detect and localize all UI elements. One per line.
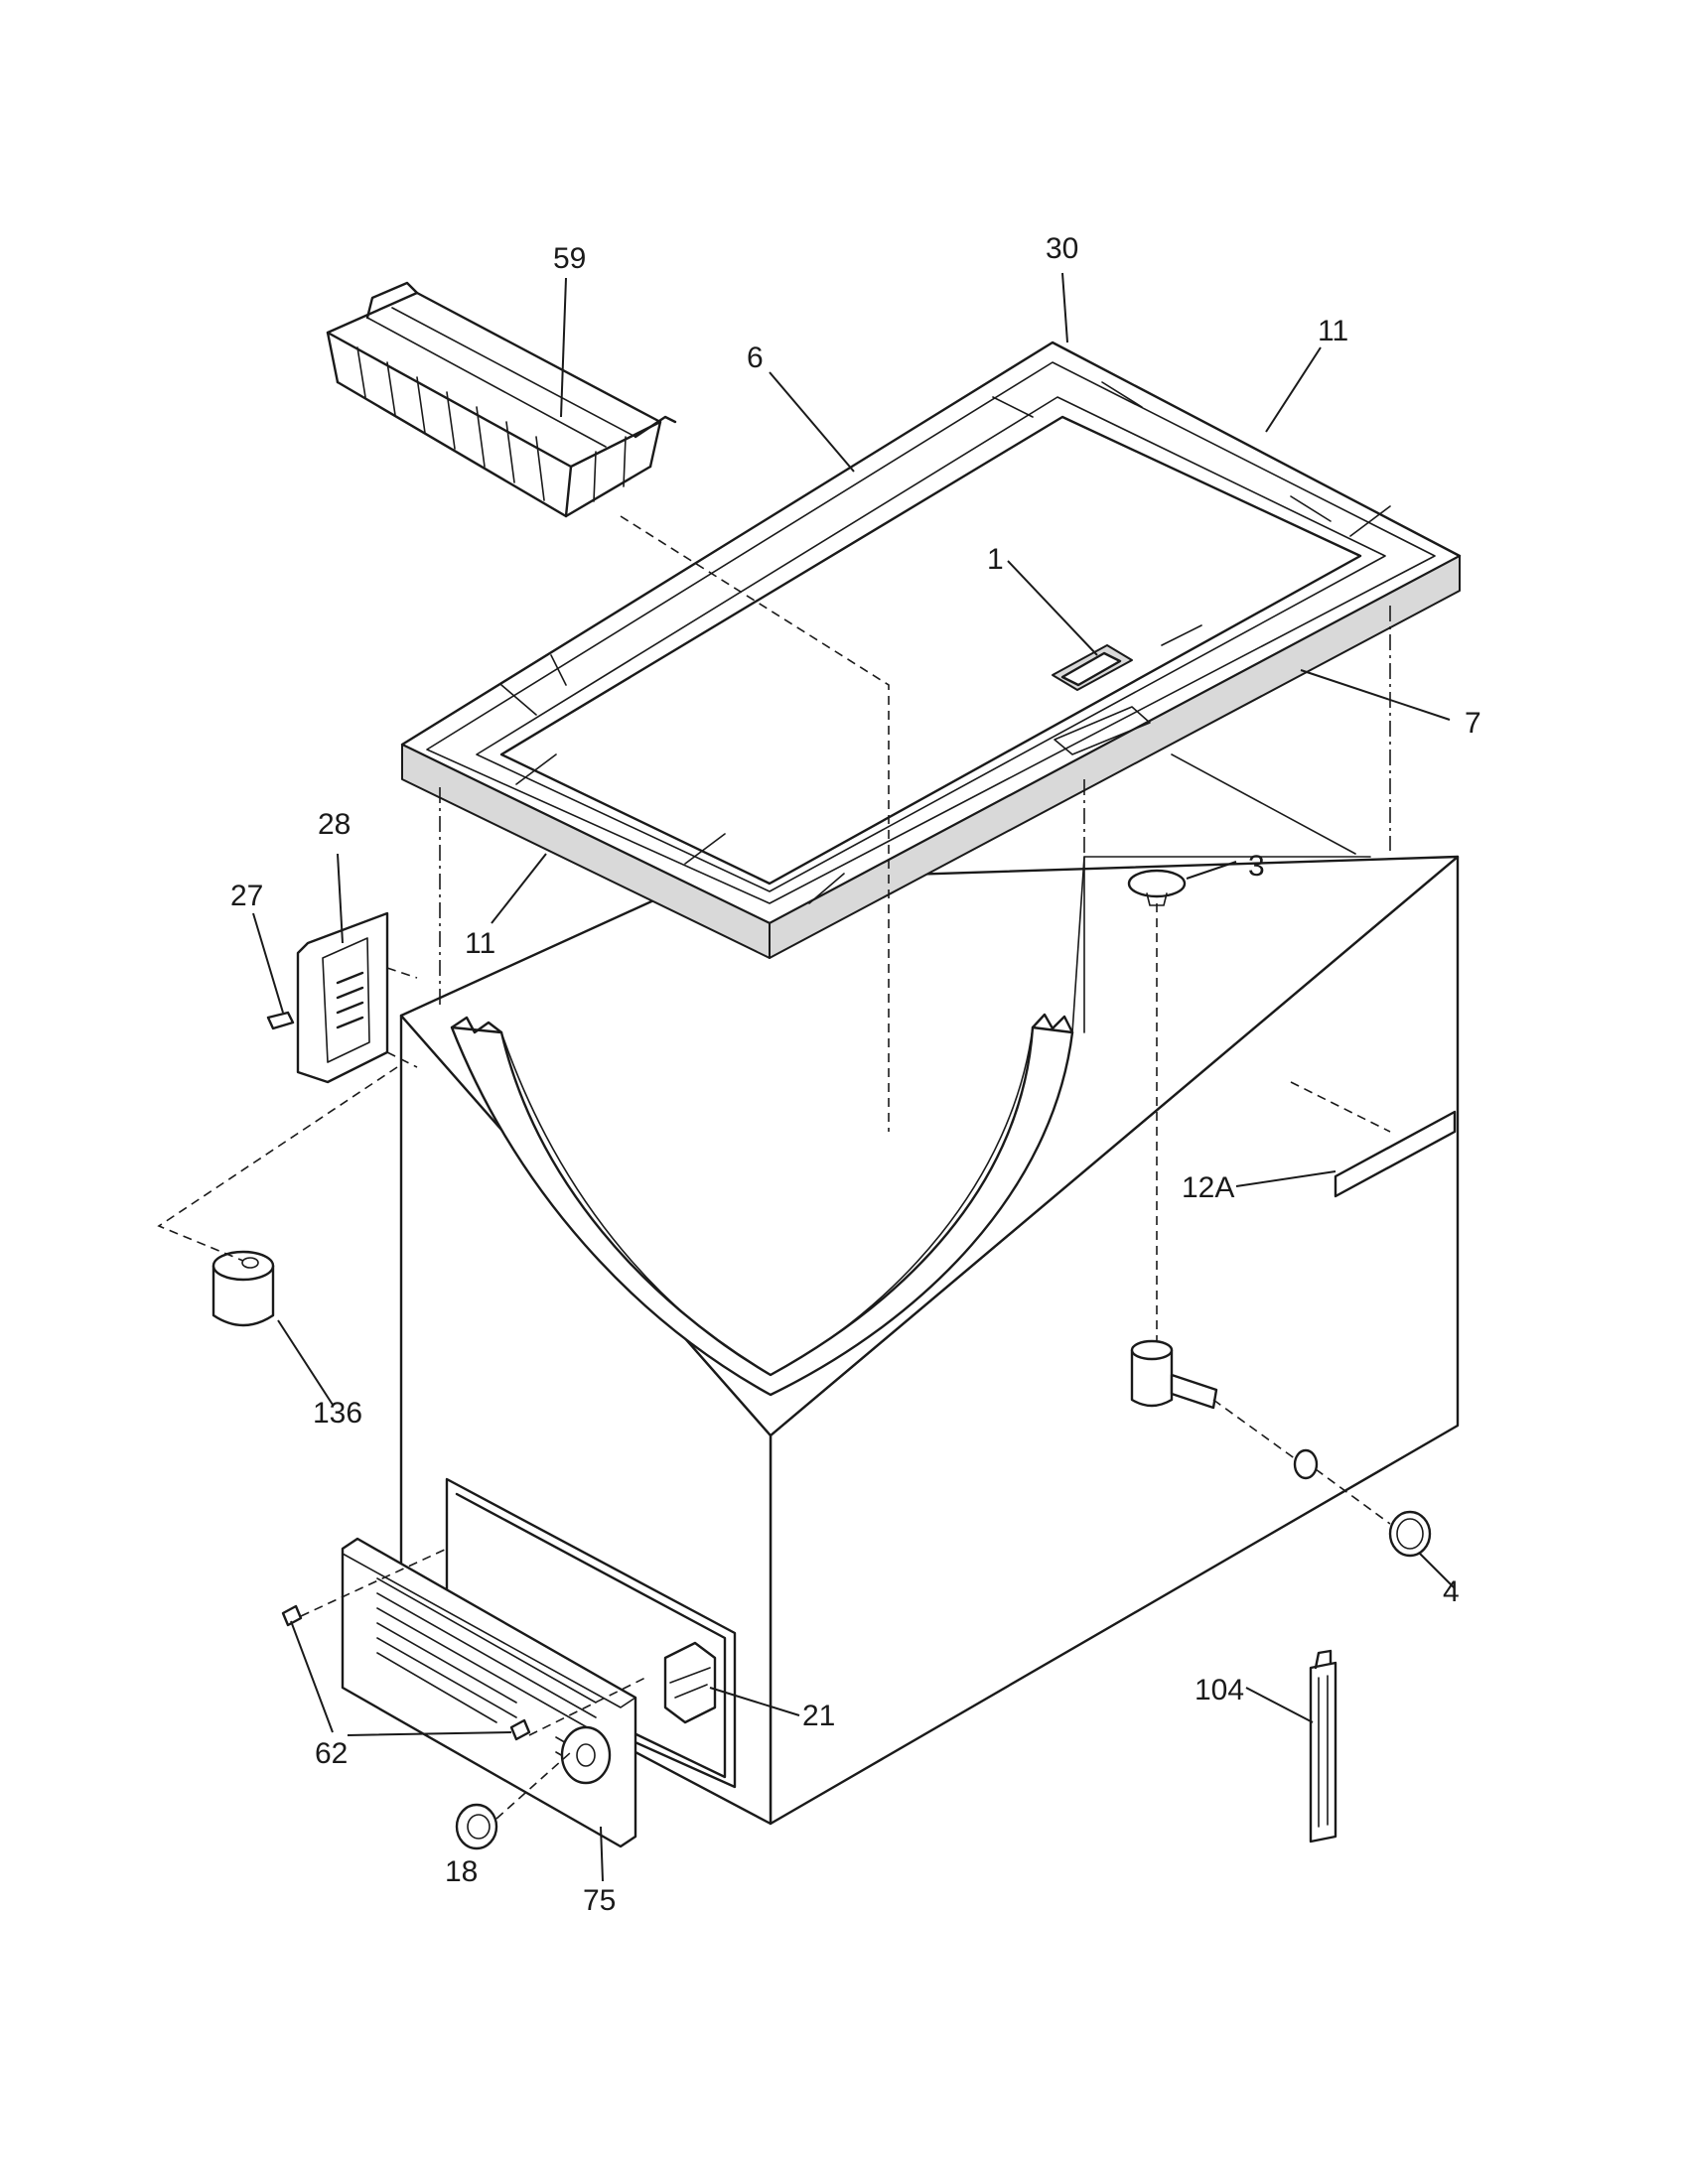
leader-4 bbox=[1419, 1553, 1456, 1589]
leader-11-bottom bbox=[491, 853, 547, 924]
leader-lines bbox=[252, 272, 1456, 1882]
drain-cap-inner bbox=[1396, 1518, 1424, 1550]
leader-62 bbox=[290, 1620, 512, 1736]
drain-tube-top bbox=[1130, 1339, 1174, 1361]
label-11-bottom: 11 bbox=[465, 927, 495, 960]
leader-12a bbox=[1235, 1170, 1336, 1187]
basket-wires bbox=[356, 307, 636, 502]
label-7: 7 bbox=[1465, 707, 1481, 740]
basket-handle-left bbox=[365, 281, 419, 320]
label-136: 136 bbox=[313, 1397, 362, 1430]
basket-top-rim bbox=[326, 291, 662, 469]
inner-liner bbox=[500, 1026, 1034, 1376]
leader-27 bbox=[252, 912, 284, 1014]
cut-edge-left bbox=[450, 1016, 503, 1034]
lid-assembly-lines bbox=[439, 606, 1391, 1006]
basket-assembly-line bbox=[620, 515, 890, 1132]
drain-cap bbox=[1388, 1510, 1432, 1558]
leader-75 bbox=[600, 1826, 604, 1882]
hinge-screw bbox=[266, 1011, 295, 1030]
thermometer-clip bbox=[1314, 1649, 1333, 1670]
label-4: 4 bbox=[1443, 1575, 1460, 1608]
label-21: 21 bbox=[802, 1700, 835, 1732]
grille-screw-right bbox=[509, 1718, 531, 1741]
leader-1 bbox=[1007, 560, 1098, 656]
thermometer-body bbox=[1309, 1661, 1337, 1843]
lid-stop-pad-top bbox=[1060, 651, 1122, 687]
label-28: 28 bbox=[318, 808, 351, 841]
label-6: 6 bbox=[747, 341, 764, 374]
spacer-hole bbox=[241, 1257, 259, 1269]
wire-basket bbox=[326, 281, 677, 518]
thermometer bbox=[1309, 1649, 1337, 1843]
leader-7 bbox=[1300, 669, 1451, 721]
leader-28 bbox=[337, 853, 344, 944]
gasket-joints bbox=[500, 381, 1391, 904]
drain-plug-cap bbox=[1127, 869, 1187, 898]
part-labels: 59 30 11 6 1 7 3 11 28 27 12A 136 4 21 1… bbox=[230, 232, 1481, 1917]
leader-59 bbox=[560, 277, 567, 418]
serial-label-plate bbox=[1334, 1110, 1457, 1198]
control-knob bbox=[455, 1803, 498, 1850]
label-assembly-line bbox=[1290, 1081, 1391, 1133]
grille-knob-opening bbox=[560, 1725, 612, 1785]
cabinet bbox=[399, 753, 1460, 1826]
leader-136 bbox=[277, 1319, 334, 1406]
label-11-top: 11 bbox=[1318, 315, 1348, 347]
spacer-block bbox=[211, 1250, 275, 1327]
hinge-spring bbox=[336, 971, 364, 1029]
gasket-groove-inner bbox=[476, 396, 1386, 892]
grille-screw-left bbox=[281, 1604, 303, 1627]
basket-handle-right bbox=[633, 415, 677, 439]
label-1: 1 bbox=[987, 543, 1004, 576]
gasket-slot bbox=[1054, 706, 1151, 755]
interior-wall bbox=[1071, 856, 1371, 1033]
gasket-inner-opening bbox=[499, 415, 1362, 886]
drain-gasket bbox=[1293, 1448, 1319, 1480]
leader-30 bbox=[1061, 272, 1068, 343]
grille-knob-center bbox=[576, 1743, 596, 1767]
label-3: 3 bbox=[1248, 850, 1265, 883]
hinge-assembly-line bbox=[386, 967, 418, 1068]
drain-outlet-line bbox=[1212, 1399, 1391, 1525]
hinge-assembly bbox=[266, 911, 389, 1084]
gasket-right-face bbox=[769, 555, 1461, 959]
assembly-lines bbox=[157, 515, 1391, 1820]
leader-3 bbox=[1186, 861, 1237, 880]
drain-assembly bbox=[1127, 869, 1432, 1558]
spacer-body bbox=[211, 1264, 275, 1327]
leader-21 bbox=[709, 1687, 800, 1716]
leader-104 bbox=[1245, 1687, 1314, 1723]
hinge-plate bbox=[322, 937, 370, 1063]
gasket-groove-outer bbox=[426, 361, 1436, 904]
label-30: 30 bbox=[1046, 232, 1078, 265]
label-27: 27 bbox=[230, 880, 263, 912]
grille-edge bbox=[342, 1538, 636, 1708]
control-knob-inner bbox=[467, 1814, 491, 1840]
label-18: 18 bbox=[445, 1855, 478, 1888]
drain-tube-outlet bbox=[1170, 1373, 1218, 1410]
drain-tube-body bbox=[1130, 1348, 1174, 1408]
temperature-control-switch bbox=[663, 1641, 717, 1724]
basket-corners bbox=[326, 331, 662, 518]
label-59: 59 bbox=[553, 242, 586, 275]
spacer-assembly-line bbox=[157, 1066, 398, 1262]
label-104: 104 bbox=[1195, 1674, 1244, 1706]
thermometer-scale bbox=[1318, 1675, 1329, 1828]
cut-edge-right bbox=[1031, 1013, 1074, 1034]
label-75: 75 bbox=[583, 1884, 616, 1917]
leader-11-top bbox=[1265, 346, 1322, 433]
lid-gasket-frame bbox=[400, 341, 1462, 959]
label-62: 62 bbox=[315, 1737, 348, 1770]
interior-edge bbox=[1083, 753, 1356, 1033]
label-12a: 12A bbox=[1182, 1171, 1234, 1204]
grille-screw-lines bbox=[300, 1548, 646, 1820]
front-grille-assembly bbox=[281, 1477, 737, 1850]
switch-detail bbox=[669, 1667, 711, 1699]
leader-6 bbox=[769, 371, 855, 473]
